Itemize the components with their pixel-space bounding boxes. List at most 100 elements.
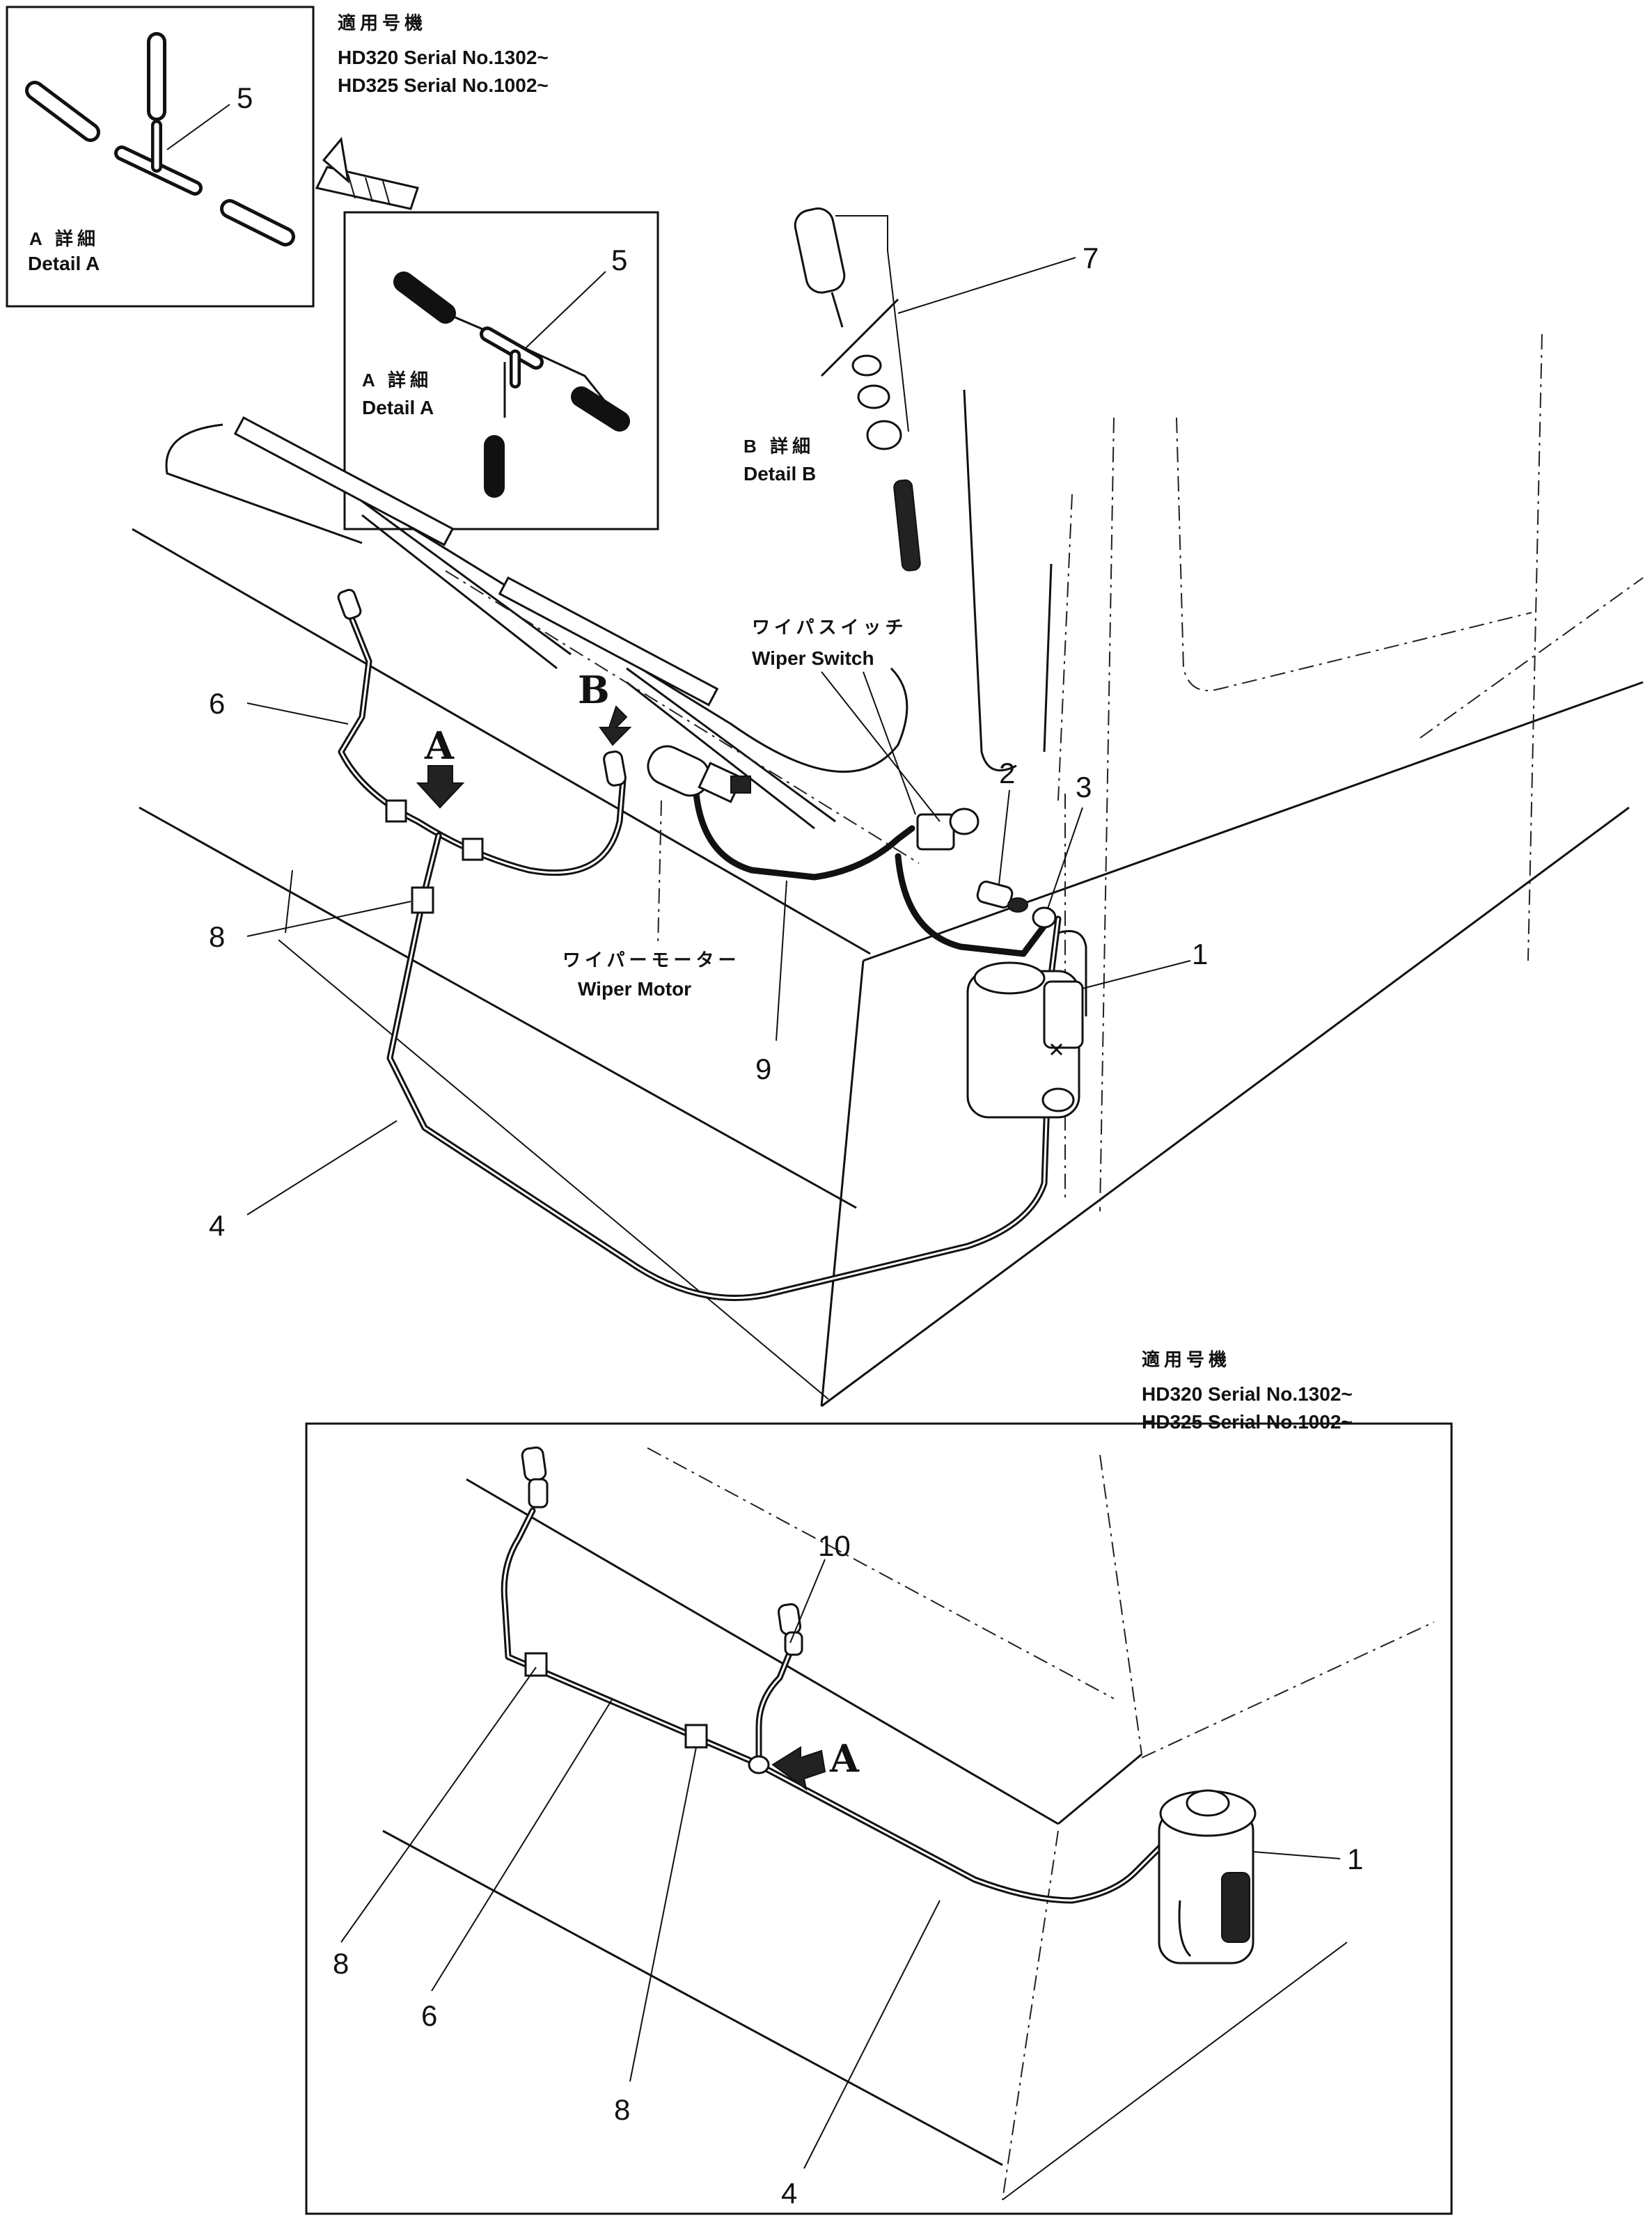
leader-line	[776, 880, 787, 1041]
leader-line	[246, 1120, 398, 1215]
nozzle-icon	[603, 750, 627, 787]
arrow-down-icon	[599, 705, 632, 746]
detail-a-inset-mid: 5 A 詳細 Detail A	[343, 211, 659, 530]
detail-b-jp-label: B 詳細	[744, 436, 815, 457]
leader-line	[246, 901, 411, 937]
leader-line	[340, 1667, 537, 1943]
panel-edge	[820, 298, 899, 377]
detail-b-label: Detail B	[744, 463, 816, 485]
applicability-jp: 適用号機	[1142, 1349, 1231, 1370]
windshield-outline	[243, 423, 908, 773]
view-marker-b: B	[578, 668, 610, 712]
nut-icon	[857, 384, 890, 409]
detail-a-jp-label: A 詳細	[29, 228, 100, 249]
hose-4	[386, 832, 1062, 1301]
detail-a-jp-label: A 詳細	[362, 370, 432, 391]
arrow-down-icon	[416, 765, 465, 809]
nozzle-icon	[337, 588, 362, 620]
applicability-bottom: 適用号機 HD320 Serial No.1302~ HD325 Serial …	[1142, 1349, 1353, 1433]
detail-a-label: Detail A	[28, 253, 100, 274]
upper-main-view: A B ワイパスイッチ Wiper Switch ワイパーモーター Wiper …	[132, 333, 1644, 1408]
hose-6	[338, 606, 627, 876]
callout-9: 9	[755, 1053, 771, 1085]
bracket-line	[835, 215, 909, 432]
callout-5: 5	[611, 244, 627, 276]
callout-8: 8	[333, 1947, 349, 1980]
applicability-jp: 適用号機	[338, 13, 427, 33]
inset-frame	[343, 211, 659, 530]
leader-line	[863, 671, 916, 815]
lower-view: A 10 1 8 6 8 4	[305, 1422, 1453, 2215]
wiper-arm	[626, 667, 836, 830]
callout-6: 6	[209, 687, 225, 720]
nozzle-icon	[794, 207, 846, 294]
leader-line	[789, 1559, 826, 1644]
clip-icon	[411, 886, 434, 914]
wiper-arm	[361, 500, 572, 670]
callout-4: 4	[209, 1209, 225, 1242]
detail-b: 7 B 詳細 Detail B	[744, 207, 1099, 572]
callout-1: 1	[1347, 1843, 1363, 1875]
callout-7: 7	[1083, 242, 1099, 274]
detail-a-inset-top: 5 A 詳細 Detail A	[6, 6, 315, 308]
clip-icon	[684, 1724, 708, 1749]
connector-3-icon	[1032, 906, 1057, 929]
wiper-switch-label: Wiper Switch	[752, 647, 874, 669]
hose-10	[755, 1639, 797, 1768]
callout-2: 2	[999, 757, 1015, 789]
clip-icon	[385, 799, 407, 823]
leader-line	[246, 702, 349, 725]
t-joint-icon	[748, 1755, 770, 1774]
detail-a-label: Detail A	[362, 397, 434, 418]
wiper-blade-icon	[498, 576, 719, 707]
wiper-motor-icon	[647, 745, 751, 803]
hose-4	[501, 1507, 1173, 1904]
leader-line	[629, 1747, 697, 2082]
wiper-motor-label: Wiper Motor	[578, 978, 691, 1000]
arrow-left-icon	[771, 1746, 826, 1791]
wiper-switch-icon	[916, 808, 980, 851]
leader-line	[821, 671, 941, 822]
callout-8: 8	[614, 2093, 630, 2126]
clip-icon	[524, 1652, 548, 1677]
callout-10: 10	[818, 1529, 851, 1562]
leader-line	[1082, 960, 1191, 989]
applicability-hd325: HD325 Serial No.1002~	[338, 74, 549, 96]
clip-icon	[462, 837, 484, 861]
view-marker-a: A	[829, 1736, 860, 1781]
callout-1: 1	[1192, 938, 1208, 970]
cab-outline	[165, 423, 363, 544]
wiper-motor-jp: ワイパーモーター	[563, 950, 740, 970]
wiper-switch-jp: ワイパスイッチ	[752, 617, 907, 638]
fitting-2-icon	[976, 881, 1028, 913]
nozzle-icon	[521, 1446, 549, 1509]
nozzle-icon	[778, 1603, 803, 1656]
washer-tank-icon	[966, 930, 1087, 1119]
wiper-blade-icon	[233, 416, 455, 546]
callout-3: 3	[1076, 771, 1092, 803]
applicability-hd320: HD320 Serial No.1302~	[1142, 1383, 1353, 1405]
hose-9	[693, 790, 915, 881]
leader-line	[1252, 1851, 1341, 1859]
leader-line	[431, 1698, 613, 1992]
hose-9b	[895, 853, 1048, 957]
leader-line	[998, 789, 1010, 885]
nut-icon	[866, 420, 902, 450]
inset-frame	[6, 6, 315, 308]
hose-end-icon	[893, 479, 921, 572]
applicability-top: 適用号機 HD320 Serial No.1302~ HD325 Serial …	[338, 13, 549, 96]
view-marker-a: A	[424, 723, 455, 768]
applicability-hd320: HD320 Serial No.1302~	[338, 47, 549, 68]
washer-icon	[851, 354, 882, 377]
leader-line	[803, 1900, 941, 2169]
leader-line	[166, 104, 230, 150]
callout-6: 6	[421, 1999, 437, 2032]
applicability-hd325: HD325 Serial No.1002~	[1142, 1411, 1353, 1433]
callout-5: 5	[237, 81, 253, 114]
leader-line	[657, 800, 662, 947]
lower-view-frame	[305, 1422, 1453, 2215]
leader-line	[1047, 807, 1083, 909]
callout-4: 4	[781, 2177, 797, 2210]
callout-8: 8	[209, 920, 225, 953]
